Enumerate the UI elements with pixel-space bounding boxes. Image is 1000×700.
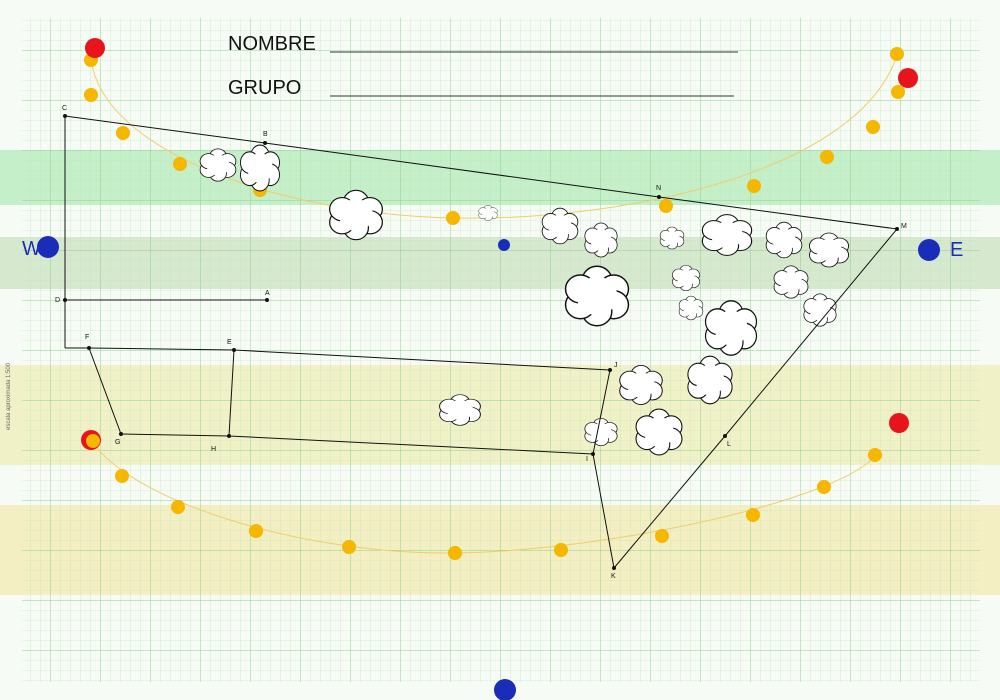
header: NOMBRE GRUPO: [228, 33, 738, 99]
sun-position-winter-1: [86, 434, 100, 448]
sun-position-winter-8: [655, 529, 669, 543]
sun-position-summer-11: [820, 150, 834, 164]
south-marker: [494, 679, 516, 700]
sun-position-summer-4: [173, 157, 187, 171]
sun-position-summer-14: [890, 47, 904, 61]
vertex-label-c: C: [62, 105, 67, 112]
vertex-label-e: E: [227, 339, 232, 346]
sun-position-summer-7: [446, 211, 460, 225]
plot-vertices: A B C D E F G H I J K L M N: [55, 105, 907, 580]
sun-position-winter-3: [171, 500, 185, 514]
vertex-a: [265, 298, 269, 302]
sun-position-summer-3: [116, 126, 130, 140]
vertex-l: [723, 434, 727, 438]
sun-position-summer-10: [747, 179, 761, 193]
sunset-winter-marker: [889, 413, 909, 433]
vertex-label-f: F: [85, 334, 89, 341]
vertex-n: [657, 195, 661, 199]
sun-position-summer-12: [866, 120, 880, 134]
sunset-summer-marker: [898, 68, 918, 88]
edge-e-h: [228, 349, 235, 437]
sun-position-summer-2: [84, 88, 98, 102]
edge-g-f: [88, 347, 122, 435]
edge-h-g: [120, 433, 230, 437]
vertex-b: [263, 141, 267, 145]
vertex-label-b: B: [263, 131, 268, 138]
vertex-label-m: M: [901, 223, 907, 230]
edge-i-h: [228, 435, 594, 455]
vertex-label-g: G: [115, 439, 120, 446]
vertex-k: [612, 566, 616, 570]
name-label: NOMBRE: [228, 33, 316, 55]
east-marker: [918, 239, 940, 261]
sun-position-winter-5: [342, 540, 356, 554]
vertex-label-k: K: [611, 573, 616, 580]
vertex-f: [87, 346, 91, 350]
sun-position-winter-2: [115, 469, 129, 483]
center-marker: [498, 239, 510, 251]
vertex-label-n: N: [656, 185, 661, 192]
edge-j-i: [592, 369, 611, 455]
west-marker: [37, 236, 59, 258]
sun-position-winter-11: [868, 448, 882, 462]
vertex-c: [63, 114, 67, 118]
vertex-label-d: D: [55, 297, 60, 304]
side-note: escala aproximada 1:500: [6, 362, 12, 430]
sun-path-winter: [81, 413, 909, 560]
vertex-g: [119, 432, 123, 436]
vertex-label-a: A: [265, 290, 270, 297]
sun-position-winter-9: [746, 508, 760, 522]
edge-k-i: [592, 453, 615, 569]
vertex-h: [227, 434, 231, 438]
vertex-d: [63, 298, 67, 302]
grid-paper: [22, 18, 980, 682]
group-label: GRUPO: [228, 77, 301, 99]
edge-n-m: [658, 196, 898, 230]
edge-c-b: [64, 115, 266, 144]
sun-position-winter-6: [448, 546, 462, 560]
vertex-i: [591, 452, 595, 456]
vertex-j: [608, 368, 612, 372]
edge-l-k: [613, 435, 726, 569]
sun-position-winter-7: [554, 543, 568, 557]
edge-m-l: [724, 228, 898, 437]
vertex-m: [895, 227, 899, 231]
sun-position-winter-10: [817, 480, 831, 494]
sun-position-summer-13: [891, 85, 905, 99]
vertex-e: [232, 348, 236, 352]
compass: W E: [22, 236, 963, 700]
sun-position-summer-9: [659, 199, 673, 213]
edge-b-n: [264, 142, 660, 198]
compass-west-label: W: [22, 238, 41, 260]
edge-f-e: [88, 347, 235, 351]
compass-east-label: E: [950, 239, 963, 261]
edge-e-j: [233, 349, 611, 371]
sunrise-summer-marker: [85, 38, 105, 58]
plot-outline: [64, 115, 898, 569]
vertex-label-i: I: [586, 456, 588, 463]
vertex-label-h: H: [211, 446, 216, 453]
vertex-label-j: J: [614, 362, 618, 369]
vertex-label-l: L: [727, 441, 731, 448]
sun-position-winter-4: [249, 524, 263, 538]
